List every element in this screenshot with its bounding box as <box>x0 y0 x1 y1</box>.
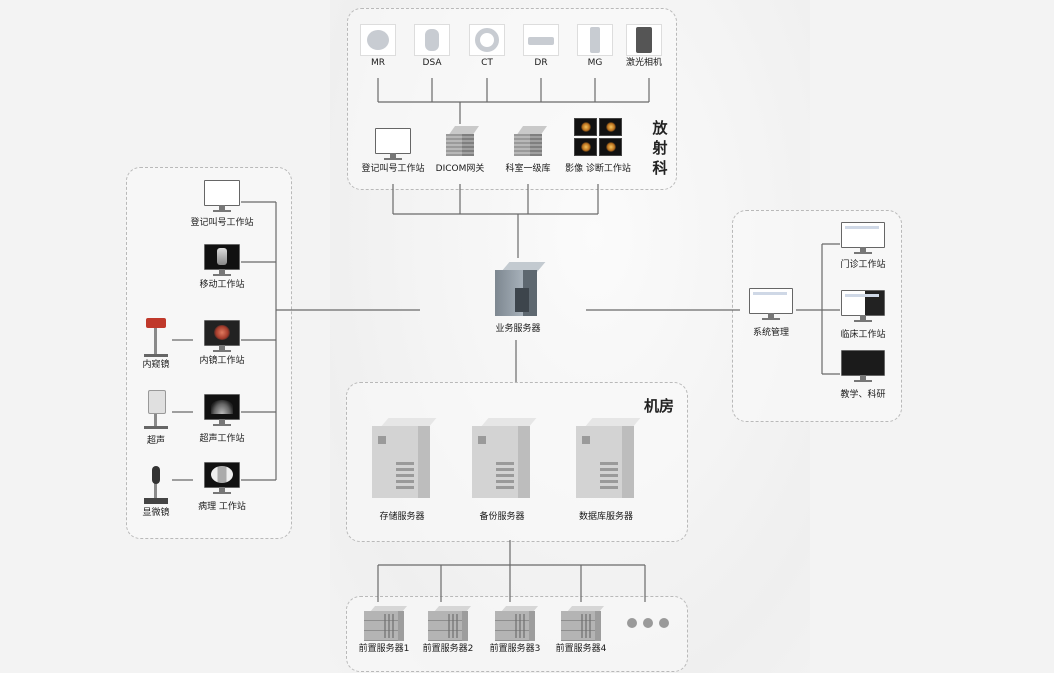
tower-server-icon <box>576 418 641 498</box>
device-label: 内窥镜 <box>142 360 170 370</box>
modality-label: DSA <box>422 58 442 68</box>
ultrasound-station: 超声工作站 <box>180 394 264 445</box>
gateway-cube-icon <box>444 126 480 158</box>
modality-label: CT <box>481 58 493 68</box>
tower-server-icon <box>372 418 437 498</box>
backup-server: 备份服务器 <box>466 418 538 523</box>
more-servers-ellipsis <box>627 618 669 628</box>
server-label: 前置服务器2 <box>422 644 474 654</box>
dsa-device-icon <box>414 24 450 56</box>
station-label: 登记叫号工作站 <box>190 218 254 228</box>
monitor-icon <box>749 288 793 322</box>
server-room-title: 机房 <box>644 397 675 415</box>
rack-server-icon <box>495 606 539 642</box>
microscope-device: 显微镜 <box>136 466 176 519</box>
station-label: 内镜工作站 <box>199 356 245 366</box>
modality-dr: DR <box>523 24 559 69</box>
server-label: 前置服务器1 <box>358 644 410 654</box>
mr-device-icon <box>360 24 396 56</box>
device-label: 超声 <box>146 436 165 446</box>
clinical-station: 临床工作站 <box>838 290 888 341</box>
quad-screen-icon <box>574 118 622 156</box>
ultrasound-device: 超声 <box>136 390 176 447</box>
system-management: 系统管理 <box>744 288 798 339</box>
endoscope-monitor-icon <box>204 320 240 354</box>
server-label: 数据库服务器 <box>578 512 633 522</box>
mg-device-icon <box>577 24 613 56</box>
modality-dsa: DSA <box>414 24 450 69</box>
business-server-label: 业务服务器 <box>495 324 541 334</box>
rack-server-icon <box>561 606 605 642</box>
monitor-icon <box>375 128 411 162</box>
server-label: 前置服务器3 <box>489 644 541 654</box>
radiology-registration-station: 登记叫号工作站 <box>352 128 434 175</box>
station-label: 超声工作站 <box>199 434 245 444</box>
monitor-icon <box>841 290 885 324</box>
endoscope-device: 内窥镜 <box>136 318 176 371</box>
modality-laser-camera: 激光相机 <box>626 24 662 69</box>
front-server-1: 前置服务器1 <box>352 606 416 655</box>
laser-camera-icon <box>626 24 662 56</box>
rack-server-icon <box>364 606 408 642</box>
front-server-2: 前置服务器2 <box>416 606 480 655</box>
station-label: 教学、科研 <box>840 390 886 400</box>
ultrasound-monitor-icon <box>204 394 240 428</box>
outpatient-station: 门诊工作站 <box>838 222 888 271</box>
pathology-station: 病理 工作站 <box>180 462 264 513</box>
station-label: 登记叫号工作站 <box>361 164 425 174</box>
modality-mr: MR <box>360 24 396 69</box>
left-registration-station: 登记叫号工作站 <box>180 180 264 229</box>
monitor-icon <box>204 180 240 214</box>
ultrasound-icon <box>142 390 170 430</box>
database-server: 数据库服务器 <box>566 418 646 523</box>
pathology-monitor-icon <box>204 462 240 496</box>
business-server: 业务服务器 <box>486 262 550 335</box>
department-storage: 科室一级库 <box>496 126 560 175</box>
server-label: 备份服务器 <box>479 512 525 522</box>
station-label: 移动工作站 <box>199 280 245 290</box>
modality-label: DR <box>534 58 548 68</box>
radiology-panel <box>347 8 677 190</box>
modality-label: MR <box>370 58 386 68</box>
storage-cube-icon <box>512 126 548 158</box>
monitor-icon <box>841 350 885 384</box>
rack-server-icon <box>428 606 472 642</box>
business-server-icon <box>493 262 546 318</box>
station-label: 临床工作站 <box>840 330 886 340</box>
front-server-3: 前置服务器3 <box>482 606 548 655</box>
monitor-icon <box>841 222 885 256</box>
server-label: 前置服务器4 <box>555 644 607 654</box>
endoscope-icon <box>142 318 170 358</box>
ct-device-icon <box>469 24 505 56</box>
modality-ct: CT <box>469 24 505 69</box>
mobile-station: 移动工作站 <box>180 244 264 291</box>
station-label: 门诊工作站 <box>840 260 886 270</box>
microscope-icon <box>142 466 170 506</box>
station-label: 影像 诊断工作站 <box>565 164 631 174</box>
storage-server: 存储服务器 <box>366 418 438 523</box>
teaching-research-station: 教学、科研 <box>838 350 888 401</box>
dr-device-icon <box>523 24 559 56</box>
tower-server-icon <box>472 418 537 498</box>
endoscope-station: 内镜工作站 <box>180 320 264 367</box>
modality-label: MG <box>587 58 603 68</box>
diagnosis-workstation: 影像 诊断工作站 <box>560 118 636 175</box>
station-label: 科室一级库 <box>505 164 551 174</box>
radiology-title: 放 射 科 <box>652 119 668 177</box>
system-label: 系统管理 <box>752 328 789 338</box>
dicom-gateway: DICOM网关 <box>428 126 492 175</box>
xray-monitor-icon <box>204 244 240 278</box>
front-server-4: 前置服务器4 <box>548 606 614 655</box>
station-label: DICOM网关 <box>435 164 485 174</box>
device-label: 显微镜 <box>142 508 170 518</box>
server-label: 存储服务器 <box>379 512 425 522</box>
modality-mg: MG <box>577 24 613 69</box>
modality-label: 激光相机 <box>626 58 663 68</box>
station-label: 病理 工作站 <box>198 502 246 512</box>
